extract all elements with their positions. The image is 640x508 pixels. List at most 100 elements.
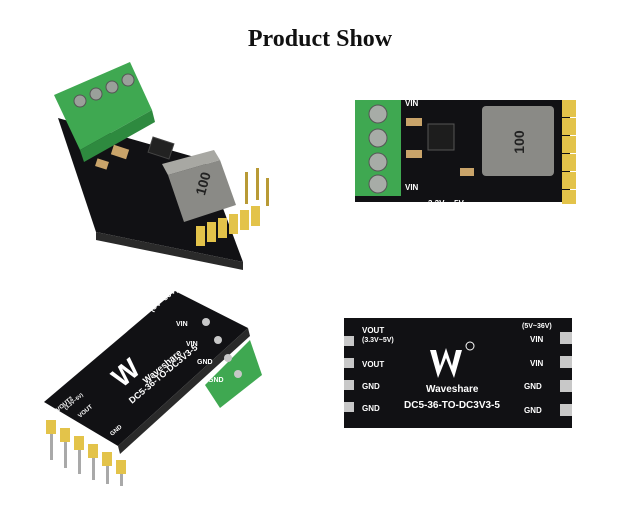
inductor-marking: 100 (511, 130, 527, 154)
pad (344, 336, 354, 346)
pin-label-vout-1: VOUT (362, 326, 384, 335)
pad (344, 402, 354, 412)
waveshare-logo-icon (430, 348, 462, 378)
pin-leg (120, 474, 123, 486)
capacitor (406, 150, 422, 158)
pin-leg (50, 434, 53, 460)
pin-label: VIN (186, 341, 198, 348)
pin-label: GND (208, 377, 224, 384)
pin-tip (266, 178, 269, 206)
pin-tips (245, 168, 269, 206)
pad (202, 318, 210, 326)
inductor (168, 160, 236, 222)
header-pins (562, 100, 576, 204)
pin (562, 100, 576, 117)
pad (214, 336, 222, 344)
brand-name: Waveshare (426, 384, 479, 395)
pin-leg (64, 442, 67, 468)
pin (562, 172, 576, 189)
pad (234, 370, 242, 378)
pin (88, 444, 98, 458)
pcb-board (344, 318, 572, 428)
header-pins (196, 206, 260, 246)
capacitor (95, 158, 109, 170)
page-title: Product Show (247, 26, 393, 52)
screw (121, 73, 135, 87)
pin-label-gnd-4: GND (524, 406, 542, 415)
photo-back-angled: (5V~36V) VIN VIN GND GND W Waveshare DC5… (44, 285, 262, 486)
terminal-block (205, 340, 262, 408)
pin (74, 436, 84, 450)
pad (560, 356, 572, 368)
capacitor (406, 118, 422, 126)
pcb-edge (118, 328, 250, 454)
screw (89, 87, 103, 101)
pin-label: VIN (176, 321, 188, 328)
pin (102, 452, 112, 466)
screw (368, 104, 388, 124)
pin (116, 460, 126, 474)
label-vin-bottom: VIN (405, 183, 419, 192)
pin-label-gnd-2: GND (362, 404, 380, 413)
screw (73, 94, 87, 108)
pin-tip (245, 172, 248, 204)
inductor (482, 106, 554, 176)
label-vin-top: VIN (405, 99, 419, 108)
ic-chip (427, 123, 455, 151)
right-pin-labels: VIN VIN GND GND (176, 321, 224, 384)
inductor-marking: 100 (192, 170, 214, 197)
range-right: (5V~36V) (522, 323, 552, 330)
pin (562, 118, 576, 135)
pin-leg (92, 458, 95, 480)
screw (368, 152, 388, 172)
screw (368, 128, 388, 148)
screw (105, 80, 119, 94)
ic-chip (147, 136, 175, 160)
pad (560, 332, 572, 344)
photo-back-flat: VOUT (3.3V~5V) VOUT GND GND (5V~36V) VIN… (344, 318, 572, 428)
pin-legs (50, 434, 123, 486)
pin (251, 206, 260, 226)
pin (562, 136, 576, 153)
pcb-board (44, 291, 248, 446)
pin-label: GND (197, 359, 213, 366)
terminal-screws (368, 104, 388, 194)
pad (560, 404, 572, 416)
voltage-mark-5v: 5V (454, 199, 464, 208)
left-pads (344, 336, 354, 412)
pin-label-vin-1: VIN (530, 335, 544, 344)
pin-tip (256, 168, 259, 200)
pin-label-vout-2: VOUT (362, 360, 384, 369)
right-pads (202, 318, 242, 378)
range-left: (3.3V~5V) (362, 337, 394, 344)
pin (60, 428, 70, 442)
pin-leg (106, 466, 109, 484)
pin-label-gnd-1: GND (362, 382, 380, 391)
pad (560, 380, 572, 392)
pin (229, 214, 238, 234)
pad (344, 358, 354, 368)
pin-label-vin-2: VIN (530, 359, 544, 368)
screw (368, 174, 388, 194)
voltage-mark-3v3: 3.3V (428, 199, 445, 208)
terminal-screws (73, 73, 135, 108)
right-pads (560, 332, 572, 416)
registered-mark-icon (465, 341, 475, 351)
pin (240, 210, 249, 230)
capacitor (110, 144, 130, 160)
pin-leg (78, 450, 81, 474)
pad (224, 354, 232, 362)
capacitor (460, 168, 474, 176)
pin (562, 154, 576, 171)
photo-front-flat: VIN VIN 100 3.3V 5V (355, 99, 576, 208)
model-name: DC5-36-TO-DC3V3-5 (404, 400, 500, 411)
inductor-top (162, 150, 220, 175)
pin (196, 226, 205, 246)
terminal-block-side (80, 110, 155, 162)
pcb-edge (96, 232, 243, 270)
pin (218, 218, 227, 238)
pad (344, 380, 354, 390)
pin (207, 222, 216, 242)
header-pins (46, 420, 126, 474)
